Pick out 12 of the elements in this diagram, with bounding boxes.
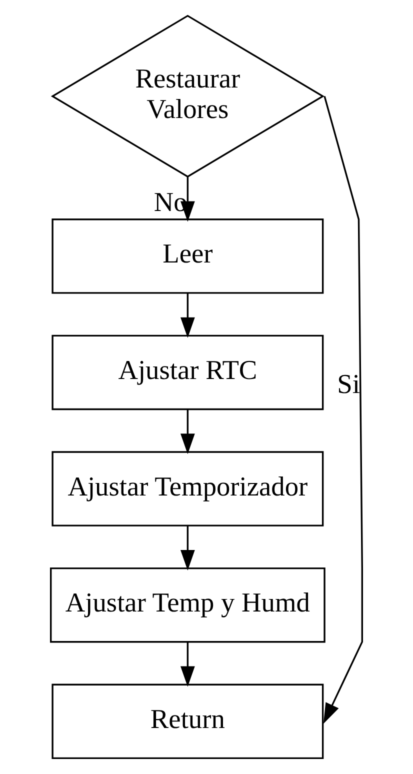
arrow — [180, 409, 195, 454]
node-diamond: Restaurar Valores — [50, 14, 324, 178]
arrow — [323, 96, 364, 724]
node-box: Ajustar RTC — [52, 334, 324, 410]
node-box: Ajustar Temporizador — [52, 451, 324, 526]
node-box: Leer — [52, 218, 324, 294]
arrow — [180, 642, 195, 687]
arrow — [180, 526, 195, 570]
arrow — [180, 292, 195, 338]
node-box: Ajustar Temp y Humd — [50, 567, 326, 643]
node-box: Return — [52, 684, 324, 760]
edge-label: Si — [337, 368, 360, 399]
